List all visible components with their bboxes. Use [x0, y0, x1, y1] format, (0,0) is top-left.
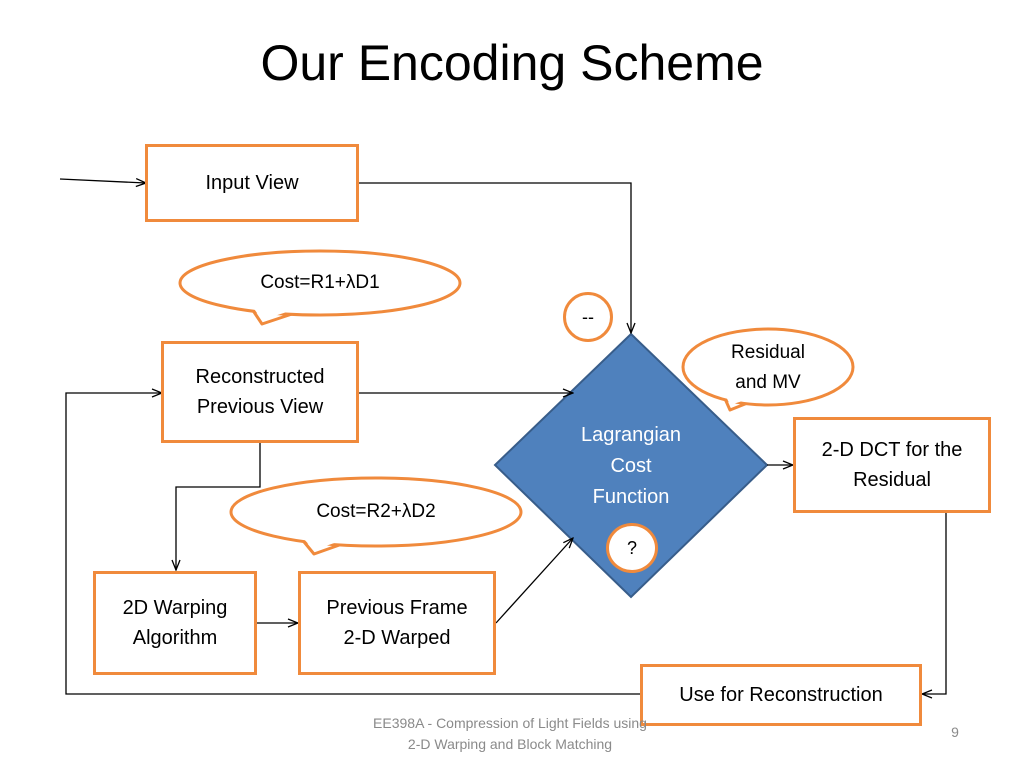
callout-residual-mv: Residual and MV: [731, 342, 805, 393]
callout-cost-2: Cost=R2+λD2: [316, 501, 436, 522]
node-2d-warping-algorithm: 2D Warping Algorithm: [93, 571, 257, 675]
node-input-view: Input View: [145, 144, 359, 222]
node-2d-dct-residual: 2-D DCT for the Residual: [793, 417, 991, 513]
arrow-warped-to-diamond: [495, 538, 573, 624]
callout-bubble-cost-2: [229, 476, 523, 556]
decision-diamond: [493, 332, 769, 599]
callout-bubble-residual-mv: [681, 327, 855, 412]
arrow-external-to-input: [59, 179, 146, 183]
badge-question: ?: [606, 523, 658, 573]
callout-bubble-cost-1: [178, 249, 462, 326]
arrow-input-to-diamond: [359, 182, 631, 333]
callout-cost-1: Cost=R1+λD1: [260, 272, 380, 293]
node-use-for-reconstruction: Use for Reconstruction: [640, 664, 922, 726]
node-lagrangian-cost-function: Lagrangian Cost Function: [580, 423, 682, 508]
node-reconstructed-previous-view: Reconstructed Previous View: [161, 341, 359, 443]
slide-title: Our Encoding Scheme: [260, 35, 764, 91]
slide-footer: EE398A - Compression of Light Fields usi…: [373, 715, 647, 752]
arrow-reconstruction-feedback: [65, 393, 640, 695]
arrow-dct-to-reconstruction: [922, 512, 947, 694]
badge-minus: --: [563, 292, 613, 342]
arrow-reconstructed-to-warping: [176, 443, 261, 570]
page-number: 9: [951, 724, 959, 740]
node-previous-frame-warped: Previous Frame 2-D Warped: [298, 571, 496, 675]
